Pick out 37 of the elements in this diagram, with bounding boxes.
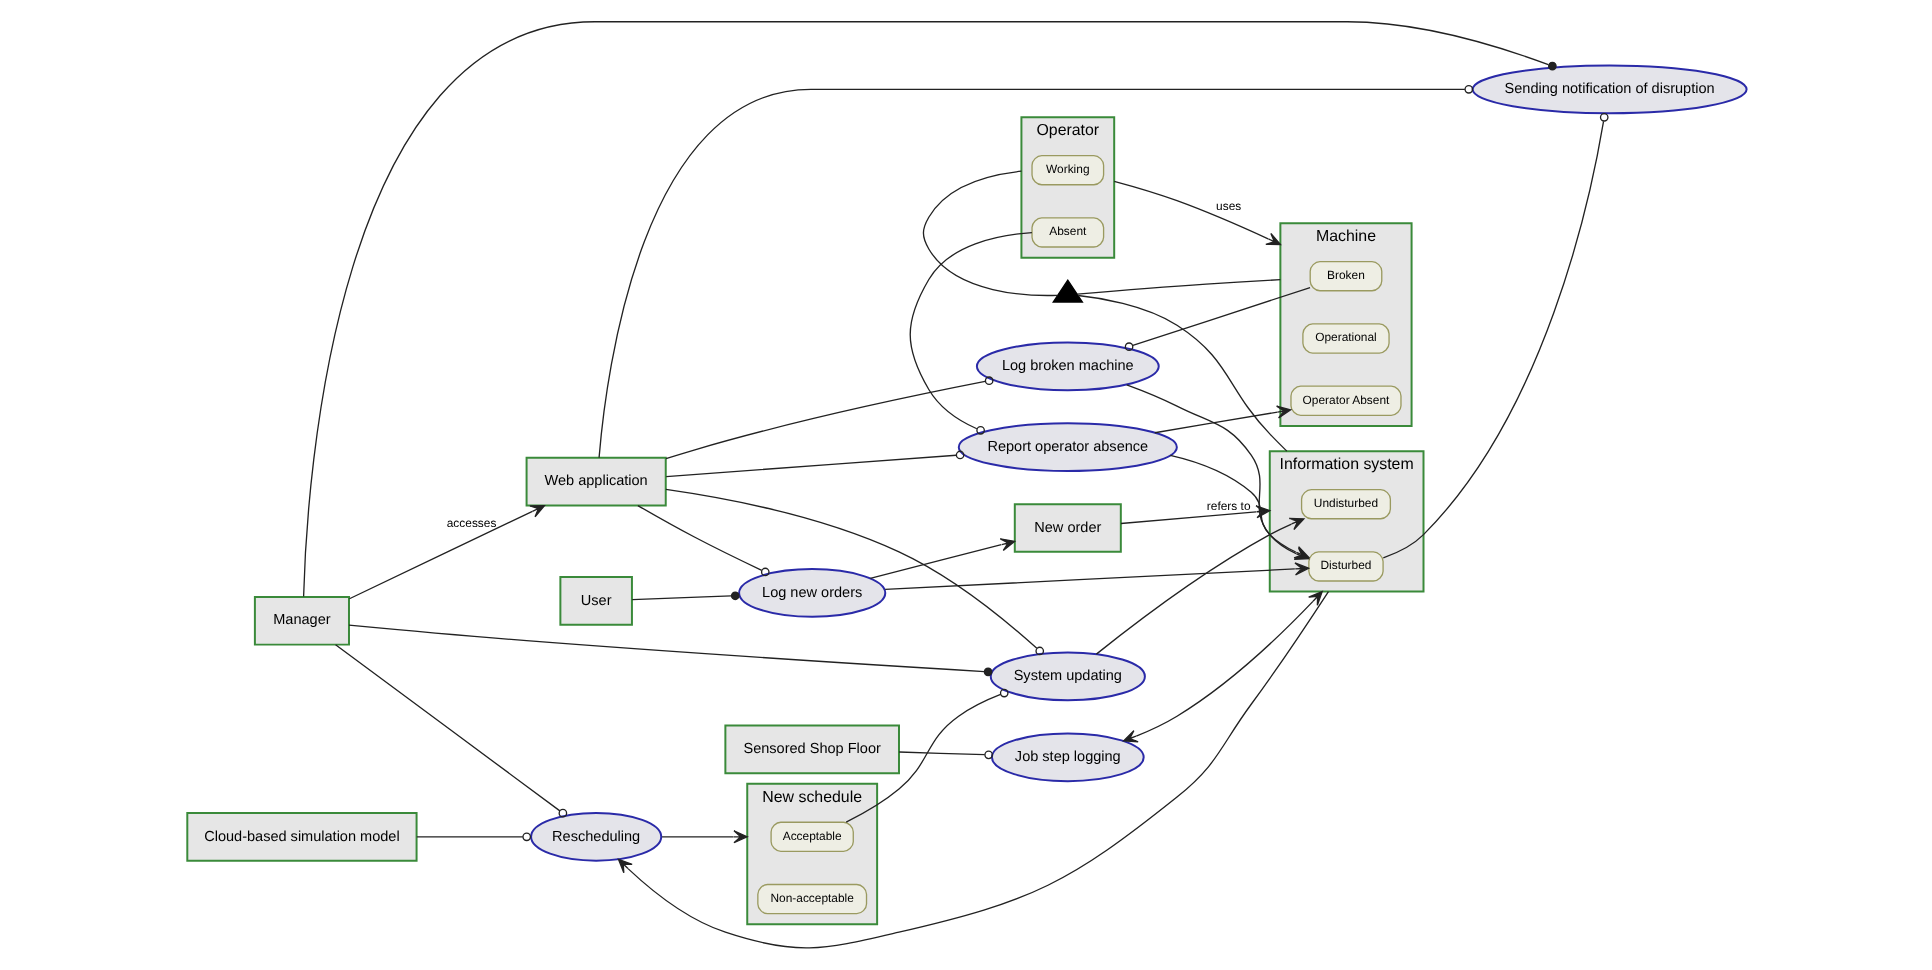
node-ellipse: Rescheduling <box>529 811 662 862</box>
node-box: User <box>558 576 632 626</box>
node-box: New order <box>1012 503 1121 553</box>
connector <box>897 750 992 760</box>
connector <box>333 644 567 818</box>
arrow <box>616 590 1329 949</box>
arrow <box>868 538 1015 580</box>
connector <box>1381 112 1608 559</box>
connector <box>1123 286 1310 352</box>
connector <box>908 231 1032 435</box>
connector <box>921 170 1058 297</box>
connector <box>1076 294 1287 452</box>
connector <box>636 504 769 577</box>
connector <box>1075 278 1281 295</box>
connector <box>664 488 1044 656</box>
connector <box>664 450 964 478</box>
node-box: Manager <box>252 595 349 646</box>
node-box: Sensored Shop Floor <box>723 724 899 775</box>
connector <box>597 84 1473 459</box>
connector <box>415 832 531 842</box>
arrow <box>1121 590 1322 743</box>
arrow <box>347 505 545 600</box>
connector <box>630 591 739 601</box>
node-ellipse: Sending notification of disruption <box>1470 64 1747 115</box>
connector <box>844 688 1008 823</box>
arrow <box>1094 517 1304 655</box>
arrow <box>1153 405 1291 434</box>
connector <box>347 624 992 677</box>
node-box: Web application <box>524 456 666 507</box>
arrow <box>1112 180 1281 246</box>
arrow <box>660 830 747 844</box>
connector <box>301 21 1556 598</box>
node-triangle <box>1051 278 1083 303</box>
connector <box>664 376 993 460</box>
node-ellipse: Job step logging <box>989 732 1144 783</box>
node-box: Cloud-based simulation model <box>185 811 417 862</box>
arrow <box>883 562 1309 591</box>
